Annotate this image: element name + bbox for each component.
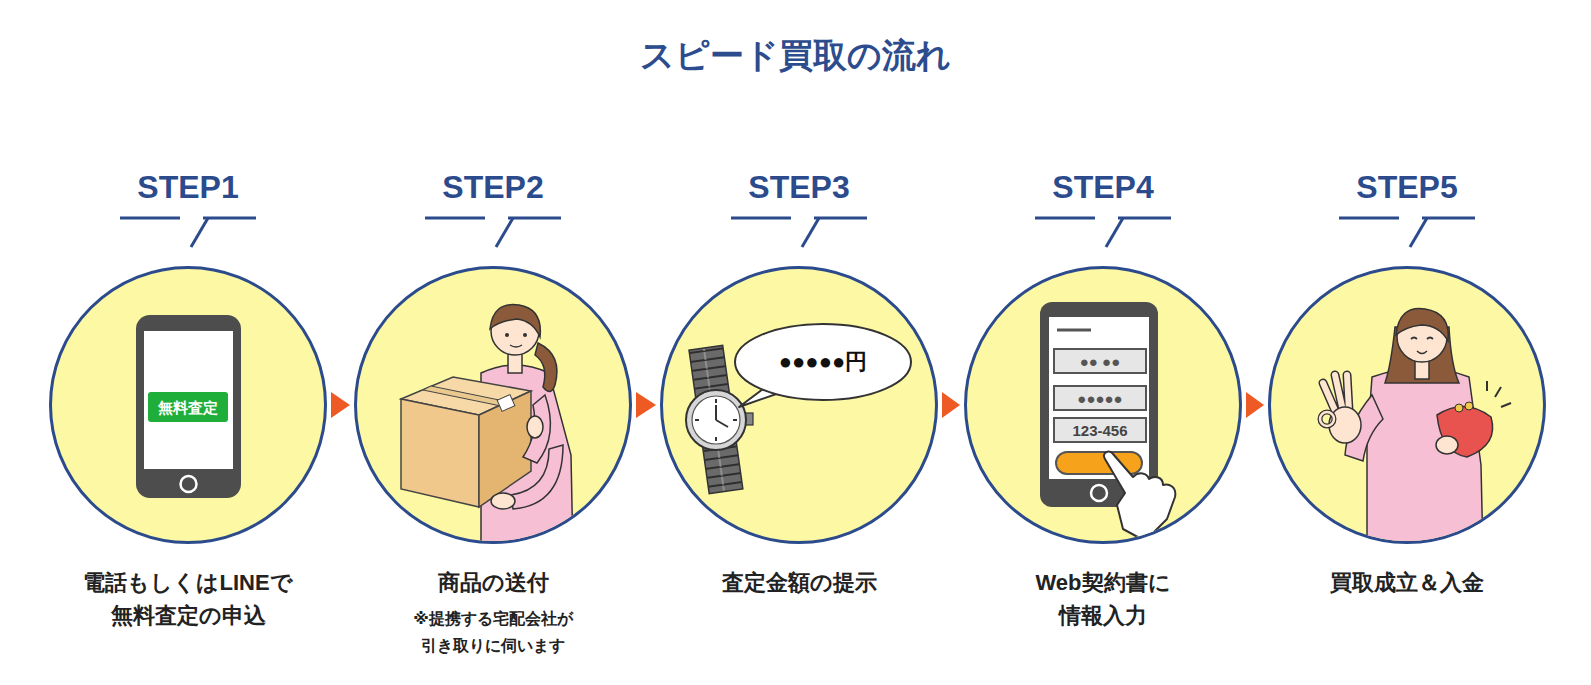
step-heading: STEP3 [748, 169, 849, 205]
illustration-part [1396, 309, 1448, 341]
step-heading: STEP1 [137, 169, 238, 205]
illustration-part [1057, 329, 1091, 332]
illustration-part [686, 390, 746, 450]
illustration-part [523, 395, 550, 463]
illustration-part [511, 445, 563, 509]
price-text: ●●●●●円 [779, 351, 867, 373]
illustration-part [1411, 338, 1417, 340]
illustration-part [181, 476, 197, 492]
flow-arrow [636, 392, 656, 418]
arrow-head [942, 392, 960, 418]
illustration-part [1417, 351, 1427, 354]
diagram-title: スピード買取の流れ [640, 37, 951, 74]
illustration-part [1054, 349, 1146, 373]
illustration-part [689, 345, 743, 493]
illustration-part [491, 493, 515, 509]
form-phone-illustration [1040, 302, 1175, 541]
illustration-part [1367, 368, 1483, 555]
caption-block: 査定金額の提示 [664, 566, 934, 599]
illustration-part [1320, 412, 1334, 426]
illustration-part [479, 391, 531, 507]
illustration-part [695, 419, 699, 421]
step-bracket [120, 218, 256, 247]
step-caption: 買取成立＆入金 [1272, 566, 1542, 599]
button-text: 無料査定 [158, 400, 218, 415]
woman-purse-illustration [1320, 309, 1511, 555]
illustration-part [1495, 387, 1501, 397]
flow-arrow [1246, 392, 1264, 418]
illustration-part [716, 420, 728, 427]
illustration-part [735, 324, 911, 400]
illustration-part [692, 396, 740, 444]
step-heading: STEP5 [1356, 169, 1457, 205]
illustration-part [1501, 403, 1511, 407]
caption-block: 電話もしくはLINEで 無料査定の申込 [38, 566, 338, 632]
step-caption: 査定金額の提示 [664, 566, 934, 599]
caption-block: 買取成立＆入金 [1272, 566, 1542, 599]
illustration-part [1437, 406, 1493, 457]
caption-block: 商品の送付 ※提携する宅配会社が 引き取りに伺います [358, 566, 628, 659]
illustration-part [1427, 338, 1433, 340]
illustration-part [1455, 404, 1463, 412]
illustration-part [1436, 436, 1458, 454]
illustration-part [510, 345, 522, 347]
illustration-part [1465, 402, 1473, 410]
caption-block: Web契約書に 情報入力 [1003, 566, 1203, 632]
field-text: ●● ●● [1080, 354, 1120, 369]
illustration-part [535, 343, 557, 392]
illustration-part [527, 416, 543, 438]
illustration-part [508, 353, 522, 373]
illustration-part [1056, 452, 1142, 474]
illustration-part [715, 405, 717, 420]
field-text: 123-456 [1072, 423, 1127, 438]
illustration-part [715, 437, 717, 441]
illustration-part [144, 331, 233, 469]
illustration-part [1320, 412, 1334, 426]
step-heading: STEP2 [442, 169, 543, 205]
step-bracket [1339, 218, 1475, 247]
field-text: ●●●●● [1077, 391, 1122, 406]
step-caption: Web契約書に 情報入力 [1003, 566, 1203, 632]
illustration-part [401, 399, 479, 507]
flow-arrow [331, 392, 350, 418]
illustration-part [497, 395, 515, 412]
step-bracket [731, 218, 867, 247]
flow-arrow [942, 392, 960, 418]
illustration-part [1054, 386, 1146, 410]
illustration-part [423, 386, 509, 406]
arrow-head [331, 392, 350, 418]
illustration-part [733, 419, 737, 421]
step-heading: STEP4 [1052, 169, 1153, 205]
illustration-part [148, 392, 228, 422]
watch-illustration [686, 324, 911, 494]
illustration-part [136, 315, 241, 498]
woman-box-illustration [401, 305, 573, 556]
step-note: ※提携する宅配会社が 引き取りに伺います [358, 605, 628, 659]
step-caption: 電話もしくはLINEで 無料査定の申込 [38, 566, 338, 632]
step-caption: 商品の送付 [358, 566, 628, 599]
illustration-part [769, 381, 787, 393]
illustration-part [523, 333, 527, 337]
step-bracket [425, 218, 561, 247]
illustration-part [1486, 381, 1488, 391]
phone-illustration [136, 315, 241, 498]
illustration-part [1054, 418, 1146, 442]
step-bracket [1035, 218, 1171, 247]
arrow-head [636, 392, 656, 418]
illustration-part [1091, 485, 1107, 501]
illustration-part [505, 333, 509, 337]
illustration-part [1049, 317, 1149, 479]
illustration-part [490, 305, 540, 338]
illustration-part [715, 399, 717, 403]
illustration-part [1104, 452, 1175, 541]
arrow-head [1246, 392, 1264, 418]
